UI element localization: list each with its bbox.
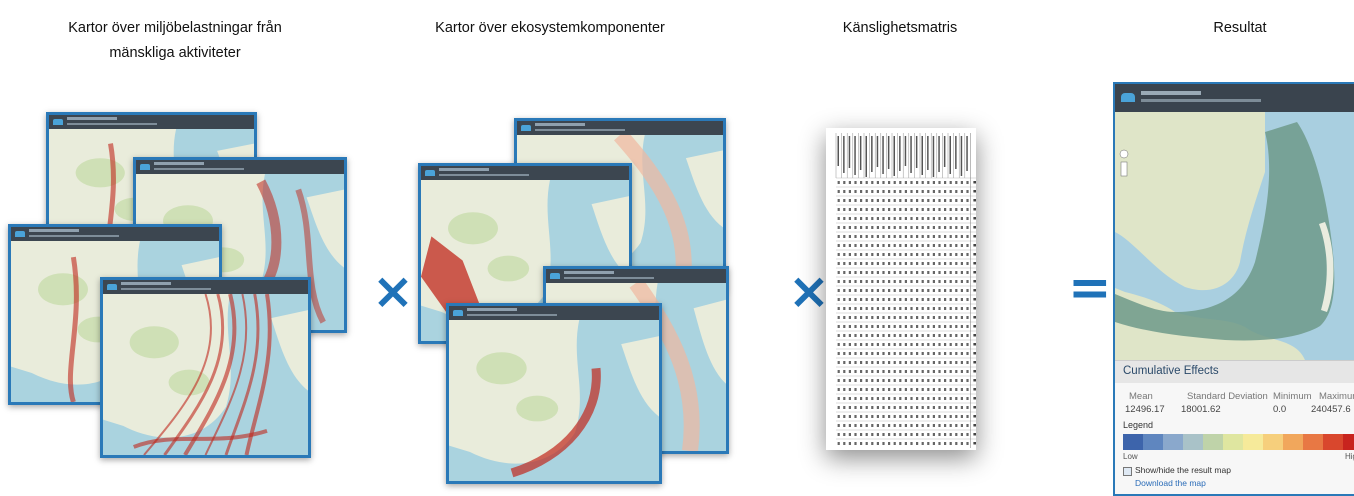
map-header-bar xyxy=(11,227,219,241)
result-map-window: Cumulative Effects Mean Standard Deviati… xyxy=(1113,82,1354,496)
header-title-line xyxy=(564,271,614,274)
header-title-line xyxy=(121,282,171,285)
legend-swatch xyxy=(1303,434,1323,450)
stat-value-mean: 12496.17 xyxy=(1125,404,1165,415)
app-logo-icon xyxy=(1121,93,1135,102)
title-pressures-line1: Kartor över miljöbelastningar från xyxy=(68,20,282,36)
legend-swatch xyxy=(1243,434,1263,450)
legend-low-label: Low xyxy=(1123,452,1138,461)
stat-header-mean: Mean xyxy=(1129,391,1153,402)
pressure-map-4 xyxy=(100,277,311,458)
sensitivity-matrix-grid xyxy=(835,133,1009,448)
app-logo-icon xyxy=(550,273,560,279)
header-subtitle-line xyxy=(154,168,244,170)
legend-swatch xyxy=(1143,434,1163,450)
header-subtitle-line xyxy=(121,288,211,290)
legend-high-label: Hig xyxy=(1345,452,1354,461)
legend-label: Legend xyxy=(1123,420,1154,430)
download-map-link[interactable]: Download the map xyxy=(1135,478,1206,488)
header-subtitle-line xyxy=(1141,99,1261,102)
show-result-label[interactable]: Show/hide the result map xyxy=(1135,465,1231,475)
map-header-bar xyxy=(449,306,659,320)
title-result: Resultat xyxy=(1180,16,1300,41)
title-pressures: Kartor över miljöbelastningar från mänsk… xyxy=(0,16,350,66)
header-title-line xyxy=(29,229,79,232)
map-header-bar xyxy=(421,166,629,180)
legend-color-ramp xyxy=(1123,434,1354,450)
header-title-line xyxy=(439,168,489,171)
app-logo-icon xyxy=(521,125,531,131)
legend-swatch xyxy=(1263,434,1283,450)
title-matrix-line1: Känslighetsmatris xyxy=(842,20,958,36)
legend-swatch xyxy=(1323,434,1343,450)
map-header-bar xyxy=(517,121,723,135)
stat-value-sd: 18001.62 xyxy=(1181,404,1221,415)
stat-header-sd: Standard Deviation xyxy=(1187,391,1268,402)
map-canvas xyxy=(449,320,659,481)
header-subtitle-line xyxy=(29,235,119,237)
header-subtitle-line xyxy=(535,129,625,131)
header-title-line xyxy=(1141,91,1201,95)
legend-swatch xyxy=(1343,434,1354,450)
panel-title: Cumulative Effects xyxy=(1123,365,1219,377)
legend-swatch xyxy=(1163,434,1183,450)
stat-header-min: Minimum xyxy=(1273,391,1312,402)
result-map[interactable] xyxy=(1115,112,1354,360)
app-logo-icon xyxy=(140,164,150,170)
header-title-line xyxy=(154,162,204,165)
panel-header xyxy=(1115,361,1354,383)
ecosystem-map-4 xyxy=(446,303,662,484)
header-subtitle-line xyxy=(439,174,529,176)
app-logo-icon xyxy=(15,231,25,237)
header-subtitle-line xyxy=(564,277,654,279)
title-matrix: Känslighetsmatris xyxy=(820,16,980,41)
app-logo-icon xyxy=(53,119,63,125)
title-result-line1: Resultat xyxy=(1213,20,1267,36)
header-subtitle-line xyxy=(67,123,157,125)
map-header-bar xyxy=(103,280,308,294)
cumulative-effects-panel: Cumulative Effects Mean Standard Deviati… xyxy=(1115,360,1354,494)
legend-swatch xyxy=(1123,434,1143,450)
map-header-bar xyxy=(136,160,344,174)
result-header-bar xyxy=(1115,84,1354,112)
app-logo-icon xyxy=(453,310,463,316)
header-title-line xyxy=(535,123,585,126)
map-header-bar xyxy=(546,269,726,283)
header-title-line xyxy=(467,308,517,311)
stat-value-min: 0.0 xyxy=(1273,404,1287,415)
show-result-checkbox[interactable] xyxy=(1123,467,1132,476)
app-logo-icon xyxy=(107,284,117,290)
legend-swatch xyxy=(1183,434,1203,450)
legend-swatch xyxy=(1283,434,1303,450)
map-canvas xyxy=(103,294,308,455)
map-header-bar xyxy=(49,115,254,129)
title-ecosystem: Kartor över ekosystemkomponenter xyxy=(400,16,700,41)
legend-swatch xyxy=(1203,434,1223,450)
multiply-operator-2: × xyxy=(788,262,830,320)
equals-operator: = xyxy=(1068,258,1112,318)
title-pressures-line2: mänskliga aktiviteter xyxy=(109,45,241,61)
header-title-line xyxy=(67,117,117,120)
app-logo-icon xyxy=(425,170,435,176)
legend-swatch xyxy=(1223,434,1243,450)
stat-value-max: 240457.6 xyxy=(1311,404,1351,415)
stat-header-max: Maximum xyxy=(1319,391,1354,402)
multiply-operator-1: × xyxy=(372,262,414,320)
sensitivity-matrix xyxy=(826,128,1009,450)
header-subtitle-line xyxy=(467,314,557,316)
title-ecosystem-line1: Kartor över ekosystemkomponenter xyxy=(435,20,665,36)
